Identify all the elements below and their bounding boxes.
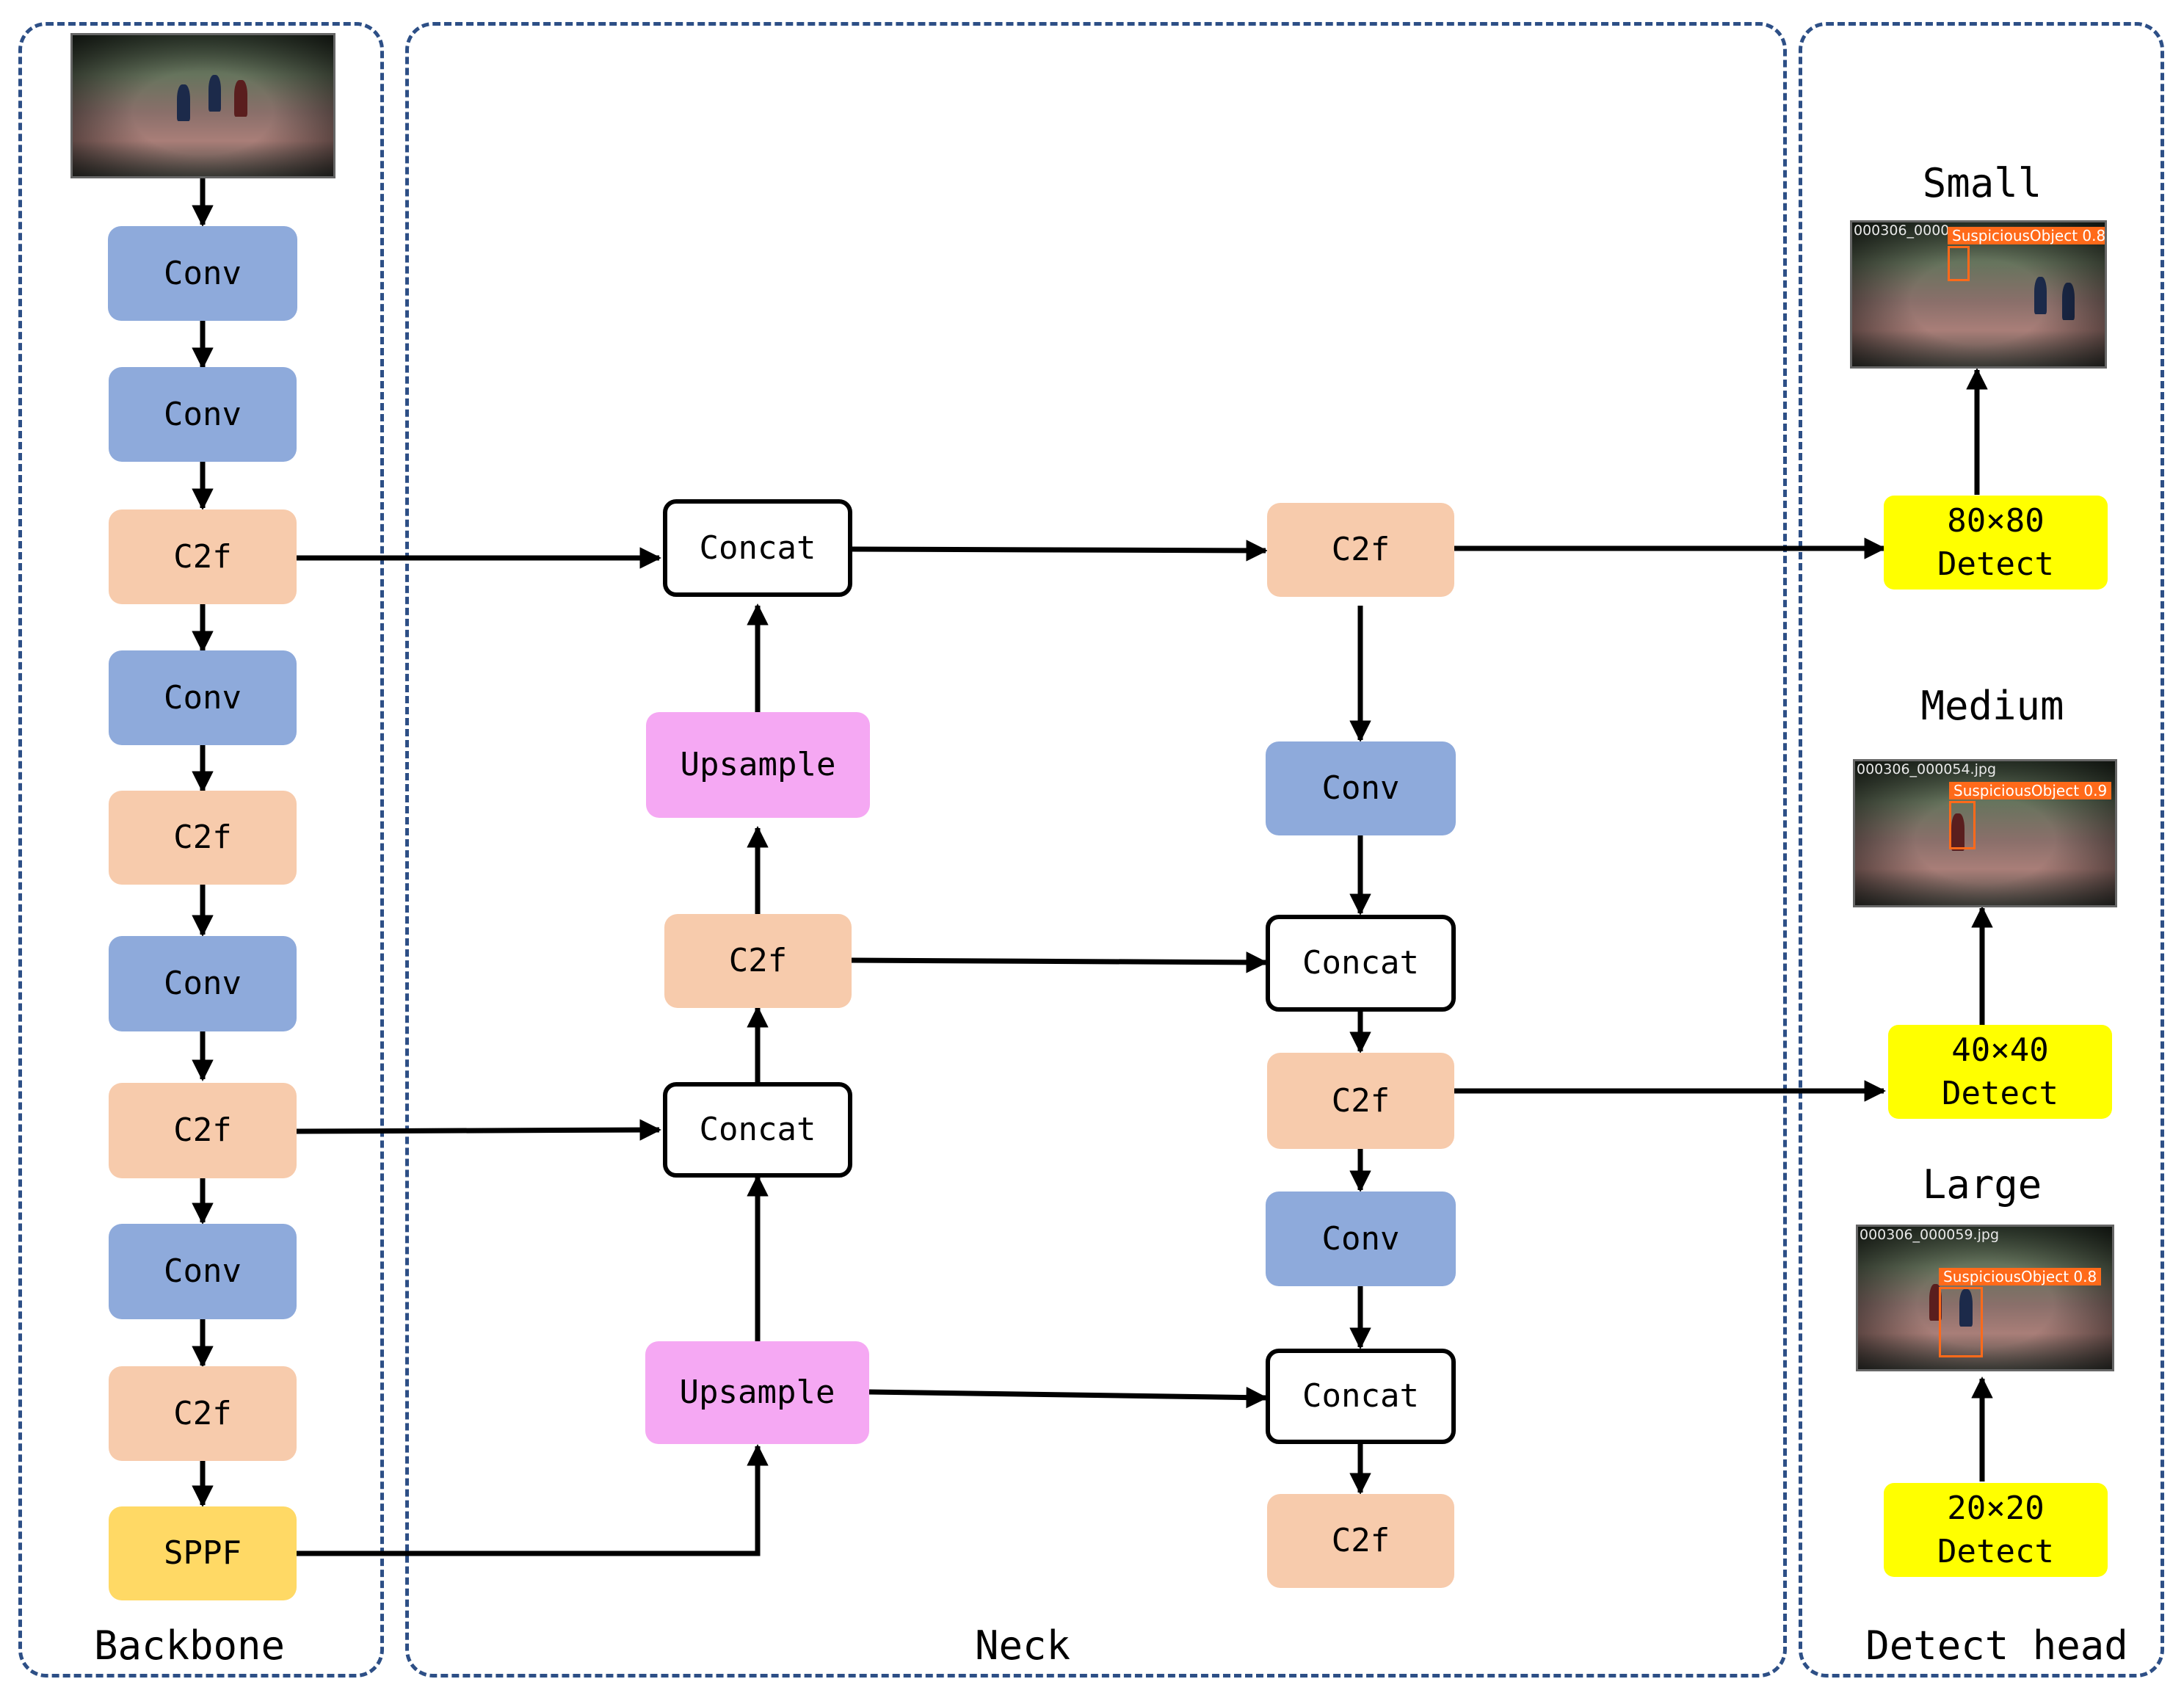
backbone-conv-4: Conv <box>109 936 297 1031</box>
detect-size-80: 80×80 <box>1947 501 2045 540</box>
image-caption-small: 000306_0000 <box>1854 222 1950 239</box>
neck-section <box>405 22 1787 1678</box>
head-label: Detect head <box>1865 1622 2128 1669</box>
backbone-c2f-3: C2f <box>109 1083 297 1178</box>
detect-label-20: Detect <box>1937 1533 2054 1570</box>
backbone-conv-1: Conv <box>108 226 297 321</box>
detect-label-80: Detect <box>1937 545 2054 583</box>
detection-label-medium: SuspiciousObject 0.9 <box>1949 782 2112 799</box>
image-caption-medium: 000306_000054.jpg <box>1857 761 1996 777</box>
backbone-sppf: SPPF <box>109 1506 297 1600</box>
neck-upsample-top: Upsample <box>646 712 870 818</box>
scale-label-small: Small <box>1922 160 2042 206</box>
backbone-conv-3: Conv <box>109 650 297 745</box>
neck-c2f-right-3: C2f <box>1267 1494 1454 1588</box>
detection-box-large <box>1939 1287 1983 1357</box>
backbone-c2f-4: C2f <box>109 1366 297 1461</box>
scale-label-medium: Medium <box>1920 683 2064 729</box>
backbone-conv-2: Conv <box>109 367 297 462</box>
image-caption-large: 000306_000059.jpg <box>1860 1227 1999 1243</box>
neck-concat-right-1: Concat <box>1266 915 1456 1012</box>
detection-image-small: 000306_0000 SuspiciousObject 0.8 <box>1850 220 2107 369</box>
neck-c2f-right-2: C2f <box>1267 1053 1454 1149</box>
neck-label: Neck <box>974 1622 1071 1669</box>
neck-conv-right-2: Conv <box>1266 1192 1456 1286</box>
backbone-section <box>18 22 384 1678</box>
detect-label-40: Detect <box>1942 1075 2058 1112</box>
detect-size-20: 20×20 <box>1947 1489 2045 1527</box>
detect-40x40: 40×40 Detect <box>1888 1025 2112 1119</box>
detection-label-large: SuspiciousObject 0.8 <box>1939 1268 2102 1285</box>
neck-concat-top: Concat <box>663 499 852 597</box>
detection-box-small <box>1948 246 1970 281</box>
detection-image-medium: 000306_000054.jpg SuspiciousObject 0.9 <box>1853 759 2117 907</box>
neck-c2f-mid: C2f <box>664 914 852 1008</box>
detection-image-large: 000306_000059.jpg SuspiciousObject 0.8 <box>1856 1225 2114 1371</box>
scale-label-large: Large <box>1922 1161 2042 1208</box>
detect-20x20: 20×20 Detect <box>1884 1483 2108 1577</box>
backbone-conv-5: Conv <box>109 1224 297 1319</box>
detection-box-medium <box>1949 801 1976 849</box>
neck-upsample-bottom: Upsample <box>645 1341 869 1444</box>
detect-size-40: 40×40 <box>1951 1031 2049 1069</box>
backbone-label: Backbone <box>93 1622 286 1669</box>
neck-concat-right-2: Concat <box>1266 1349 1456 1444</box>
head-section <box>1799 22 2164 1678</box>
neck-conv-right-1: Conv <box>1266 741 1456 835</box>
backbone-input-image <box>70 33 335 178</box>
backbone-c2f-2: C2f <box>109 791 297 885</box>
neck-c2f-right-1: C2f <box>1267 503 1454 597</box>
backbone-c2f-1: C2f <box>109 509 297 604</box>
detect-80x80: 80×80 Detect <box>1884 496 2108 590</box>
detection-label-small: SuspiciousObject 0.8 <box>1948 227 2105 244</box>
neck-concat-mid: Concat <box>663 1082 852 1178</box>
